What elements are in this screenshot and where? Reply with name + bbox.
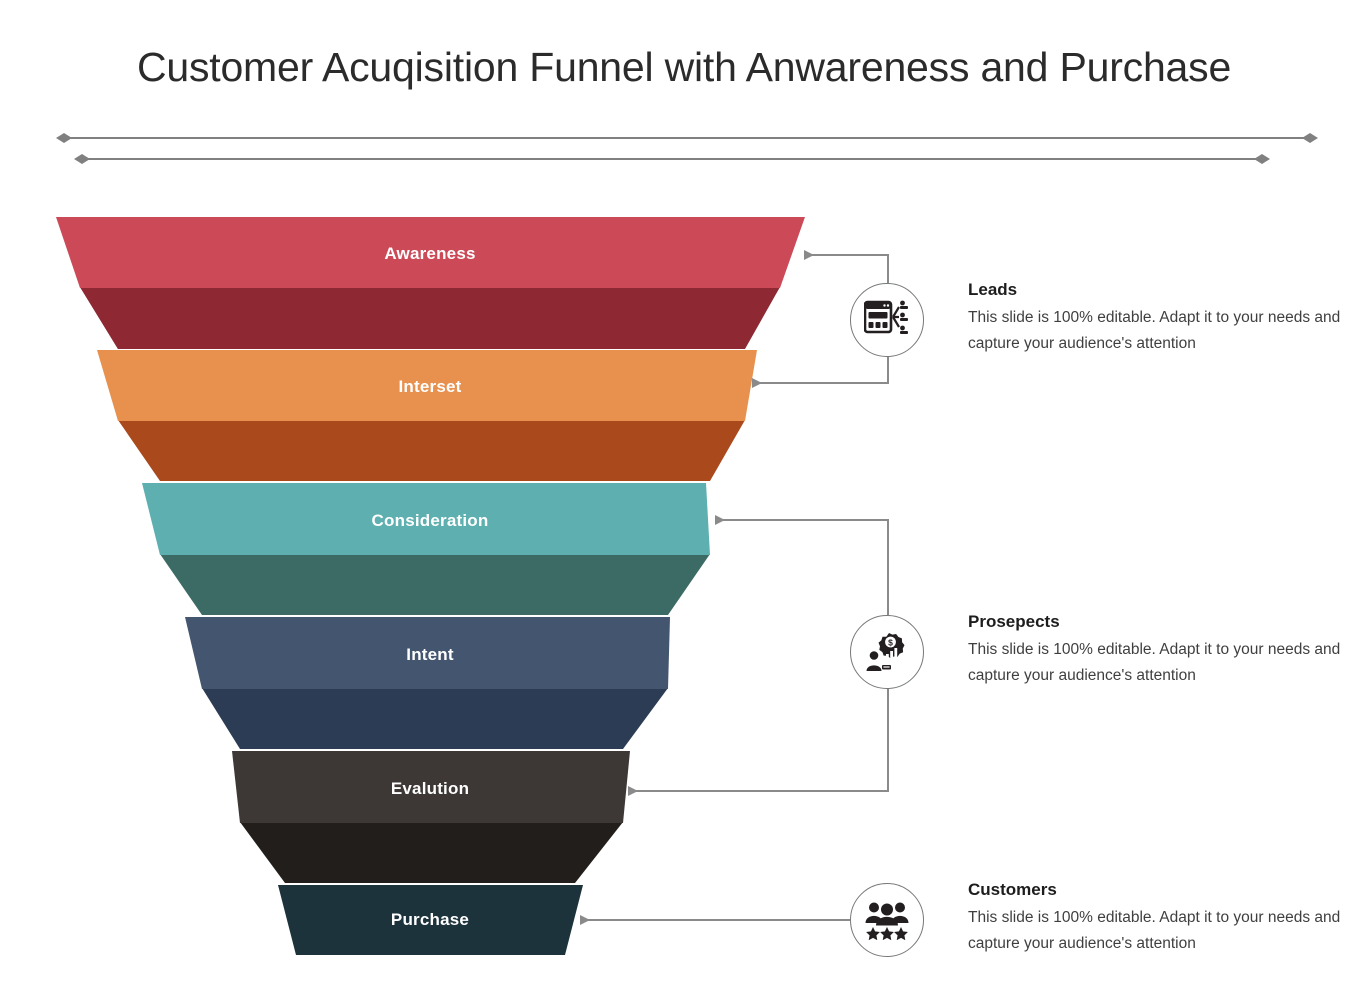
svg-text:$: $ bbox=[888, 638, 893, 648]
stage-side-evalution bbox=[240, 822, 623, 883]
stage-face-awareness bbox=[56, 217, 805, 288]
stage-label-consideration: Consideration bbox=[372, 511, 489, 530]
icon-circle-leads[interactable] bbox=[850, 283, 924, 357]
stage-face-interset bbox=[97, 350, 757, 421]
info-block-prospects: Prosepects This slide is 100% editable. … bbox=[968, 612, 1368, 689]
info-description-prospects: This slide is 100% editable. Adapt it to… bbox=[968, 641, 1341, 684]
stage-label-interset: Interset bbox=[398, 377, 461, 396]
stage-label-intent: Intent bbox=[406, 645, 454, 664]
stage-side-awareness-slope bbox=[80, 287, 780, 349]
info-description-customers: This slide is 100% editable. Adapt it to… bbox=[968, 909, 1341, 952]
title-decorative-rules bbox=[56, 133, 1318, 164]
icon-circle-prospects[interactable]: $ bbox=[850, 615, 924, 689]
stage-label-purchase: Purchase bbox=[391, 910, 469, 929]
stage-side-consideration bbox=[160, 554, 710, 615]
stage-label-awareness: Awareness bbox=[384, 244, 475, 263]
stage-side-intent bbox=[202, 688, 668, 749]
funnel-stage-purchase[interactable]: Purchase bbox=[278, 885, 583, 955]
server-network-icon bbox=[864, 300, 908, 334]
icon-circle-customers[interactable] bbox=[850, 883, 924, 957]
people-stars-icon bbox=[865, 902, 909, 940]
stage-side-interset bbox=[118, 420, 745, 481]
page-title: Customer Acuqisition Funnel with Anwaren… bbox=[136, 44, 1232, 90]
stage-face-evalution bbox=[232, 751, 630, 823]
stage-face-consideration bbox=[142, 483, 710, 555]
lower-rule bbox=[74, 154, 1270, 164]
funnel-stage-interset[interactable]: Interset bbox=[97, 350, 757, 481]
info-block-customers: Customers This slide is 100% editable. A… bbox=[968, 880, 1368, 957]
info-title-prospects: Prosepects bbox=[968, 612, 1060, 631]
info-description-leads: This slide is 100% editable. Adapt it to… bbox=[968, 309, 1341, 352]
info-block-leads: Leads This slide is 100% editable. Adapt… bbox=[968, 280, 1368, 357]
stage-face-intent bbox=[185, 617, 670, 689]
info-title-customers: Customers bbox=[968, 880, 1057, 899]
person-money-chart-icon: $ bbox=[866, 633, 905, 671]
info-title-leads: Leads bbox=[968, 280, 1018, 299]
funnel-stage-intent[interactable]: Intent bbox=[185, 617, 670, 749]
funnel-stage-consideration[interactable]: Consideration bbox=[142, 483, 710, 615]
stage-face-purchase bbox=[278, 885, 583, 955]
upper-rule bbox=[56, 133, 1318, 143]
funnel-stage-evalution[interactable]: Evalution bbox=[232, 751, 630, 883]
connector-prospects bbox=[628, 515, 889, 796]
stage-label-evalution: Evalution bbox=[391, 779, 469, 798]
funnel-stage-awareness[interactable]: Awareness bbox=[56, 217, 805, 349]
